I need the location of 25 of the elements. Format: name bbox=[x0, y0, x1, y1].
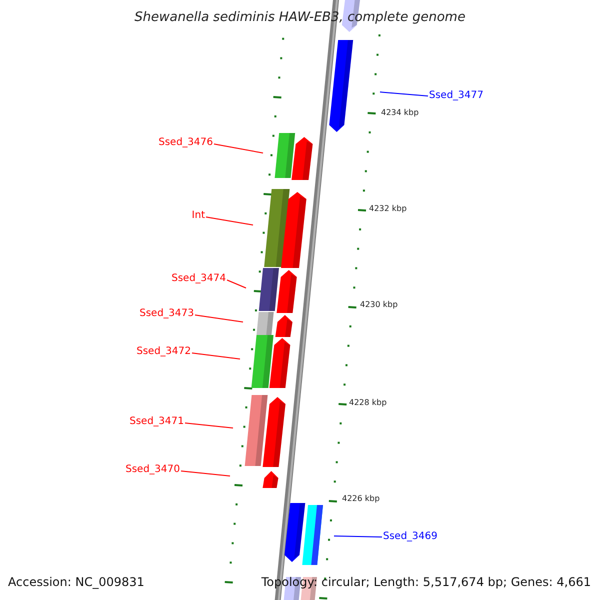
gene-label: Ssed_3469 bbox=[383, 532, 438, 542]
gene-label: Ssed_3473 bbox=[139, 309, 194, 319]
scale-label: 4230 kbp bbox=[360, 301, 398, 309]
gene-label: Ssed_3477 bbox=[429, 91, 484, 101]
leader-line bbox=[226, 280, 246, 288]
leader-line bbox=[184, 422, 234, 428]
scale-label: 4232 kbp bbox=[369, 205, 407, 213]
footer-text: Accession: NC_009831 bbox=[8, 576, 144, 588]
footer-text: Topology: circular; Length: 5,517,674 bp; Genes: 4,661 bbox=[261, 576, 591, 588]
leader-line bbox=[180, 470, 230, 476]
gene-label: Ssed_3470 bbox=[125, 465, 180, 475]
leader-line bbox=[380, 92, 428, 96]
leader-line bbox=[206, 216, 254, 226]
scale-label: 4228 kbp bbox=[349, 399, 387, 407]
scale-label: 4226 kbp bbox=[342, 495, 380, 503]
gene-label: Ssed_3476 bbox=[158, 138, 213, 148]
gene-label: Ssed_3474 bbox=[171, 274, 226, 284]
gene-label: Ssed_3472 bbox=[136, 347, 191, 357]
leader-line bbox=[334, 536, 382, 538]
gene-label: Int bbox=[192, 211, 205, 221]
scale-label: 4234 kbp bbox=[381, 109, 419, 117]
leader-line bbox=[214, 144, 264, 154]
gene-label: Ssed_3471 bbox=[129, 417, 184, 427]
leader-line bbox=[192, 352, 240, 360]
leader-line bbox=[194, 314, 244, 322]
